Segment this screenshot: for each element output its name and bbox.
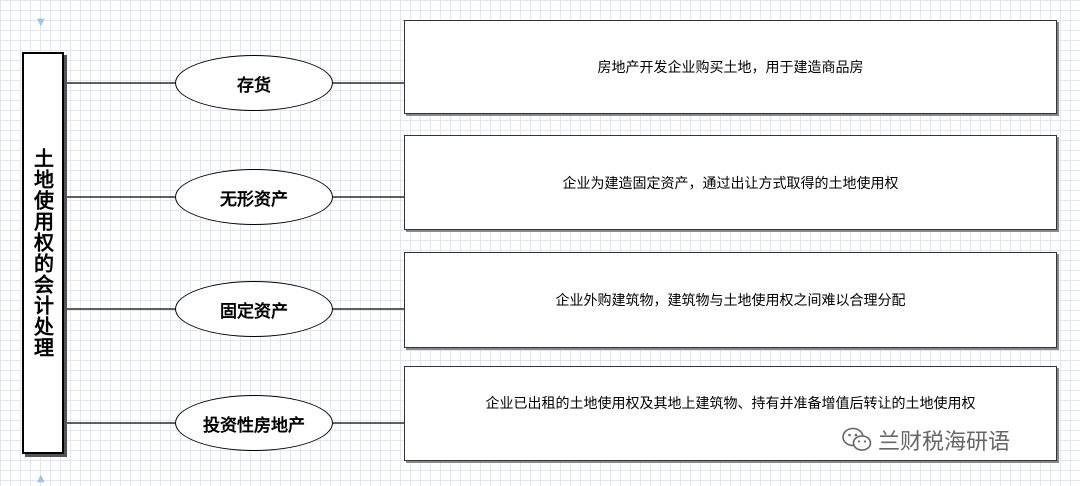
category-node-inventory: 存货 <box>175 55 333 111</box>
category-node-investment-property: 投资性房地产 <box>175 395 333 451</box>
description-text: 房地产开发企业购买土地，用于建造商品房 <box>597 60 864 76</box>
category-label: 无形资产 <box>220 189 288 210</box>
description-box-investment-property: 企业已出租的土地使用权及其地上建筑物、持有并准备增值后转让的土地使用权 <box>404 366 1057 461</box>
root-label: 土地使用权的会计处理 <box>30 148 55 358</box>
category-label: 存货 <box>237 75 271 96</box>
watermark: 兰财税海研语 <box>842 424 1010 456</box>
scroll-up-arrow-icon[interactable]: ▼ <box>37 17 45 28</box>
description-box-fixed-assets: 企业外购建筑物，建筑物与土地使用权之间难以合理分配 <box>404 252 1057 348</box>
root-node: 土地使用权的会计处理 <box>22 52 64 454</box>
description-box-inventory: 房地产开发企业购买土地，用于建造商品房 <box>404 20 1057 114</box>
category-label: 投资性房地产 <box>203 415 305 436</box>
category-label: 固定资产 <box>220 301 288 322</box>
wechat-icon <box>842 427 872 451</box>
description-text: 企业已出租的土地使用权及其地上建筑物、持有并准备增值后转让的土地使用权 <box>485 395 976 412</box>
category-node-fixed-assets: 固定资产 <box>175 281 333 337</box>
category-node-intangible-assets: 无形资产 <box>175 169 333 225</box>
description-text: 企业外购建筑物，建筑物与土地使用权之间难以合理分配 <box>555 293 906 309</box>
description-text: 企业为建造固定资产，通过出让方式取得的土地使用权 <box>562 175 899 192</box>
watermark-text: 兰财税海研语 <box>878 430 1011 455</box>
description-box-intangible-assets: 企业为建造固定资产，通过出让方式取得的土地使用权 <box>404 135 1057 230</box>
scroll-down-arrow-icon[interactable]: ▲ <box>37 473 45 484</box>
